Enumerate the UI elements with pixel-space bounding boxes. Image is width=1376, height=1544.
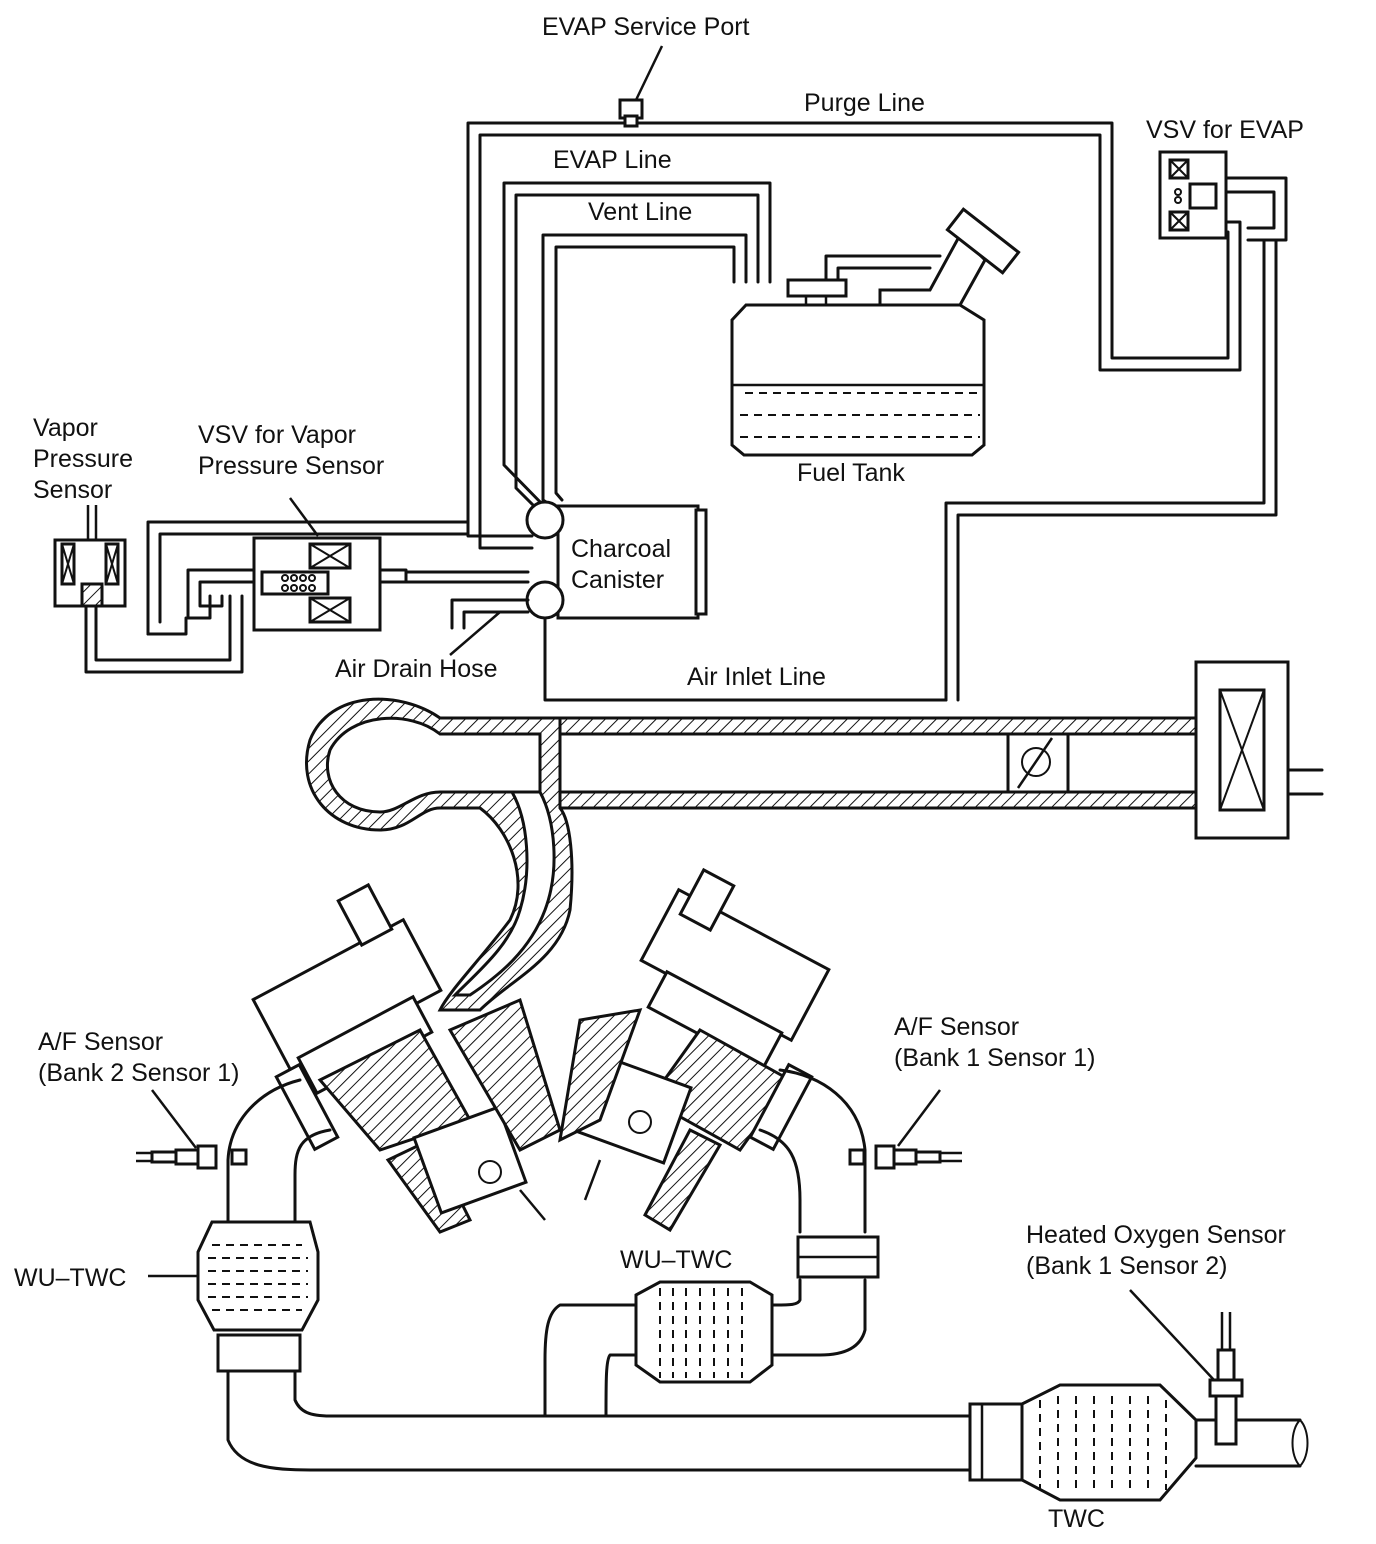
- intake-plenum: [305, 697, 574, 1012]
- engine-bank-2: [251, 882, 528, 1234]
- label-line: (Bank 1 Sensor 1): [894, 1044, 1096, 1072]
- label-line: Charcoal: [571, 535, 672, 563]
- label-vsv-for-evap: VSV for EVAP: [1146, 116, 1304, 144]
- exhaust-bank-1: [543, 1068, 867, 1418]
- label-line: Pressure Sensor: [198, 452, 385, 480]
- label-air-drain-hose: Air Drain Hose: [335, 655, 498, 683]
- label-evap-line: EVAP Line: [553, 146, 672, 174]
- vapor-pressure-sensor: [53, 505, 244, 674]
- wu-twc-center: [634, 1235, 880, 1384]
- fuel-tank: [730, 207, 1021, 457]
- label-air-inlet-line: Air Inlet Line: [687, 663, 826, 691]
- charcoal-canister: [525, 500, 708, 620]
- vent-line: [541, 233, 748, 510]
- label-wu-twc-center: WU–TWC: [620, 1246, 733, 1274]
- label-line: Sensor: [33, 476, 113, 504]
- label-line: A/F Sensor: [894, 1013, 1020, 1041]
- air-drain-hose: [449, 598, 530, 656]
- label-af-sensor-bank-1: A/F Sensor (Bank 1 Sensor 1): [894, 1012, 1096, 1074]
- label-line: Vapor: [33, 414, 98, 442]
- evap-line: [502, 181, 772, 522]
- label-line: VSV for Vapor: [198, 421, 356, 449]
- label-fuel-tank: Fuel Tank: [797, 459, 905, 487]
- engine-bank-1: [577, 867, 831, 1233]
- vsv-for-evap: [944, 150, 1288, 702]
- air-cleaner: [1194, 660, 1324, 840]
- label-vent-line: Vent Line: [588, 198, 693, 226]
- air-inlet-line: [543, 616, 948, 702]
- tailpipe: [1194, 1418, 1309, 1468]
- af-sensor-bank-1: [848, 1089, 962, 1170]
- engine-center: [447, 997, 643, 1221]
- exhaust-bank-2: [226, 1078, 972, 1472]
- label-heated-oxygen-sensor: Heated Oxygen Sensor (Bank 1 Sensor 2): [1026, 1220, 1286, 1282]
- label-line: Canister: [571, 566, 665, 594]
- vsv-for-vapor-pressure-sensor: [146, 497, 530, 636]
- label-purge-line: Purge Line: [804, 89, 925, 117]
- label-wu-twc-left: WU–TWC: [14, 1264, 127, 1292]
- evap-service-port: [618, 45, 664, 128]
- label-evap-service-port: EVAP Service Port: [542, 13, 750, 41]
- label-vsv-for-vapor-pressure-sensor: VSV for Vapor Pressure Sensor: [198, 420, 384, 482]
- label-charcoal-canister: Charcoal Canister: [571, 534, 671, 596]
- wu-twc-left: [148, 1220, 320, 1373]
- twc: [968, 1383, 1198, 1502]
- label-twc: TWC: [1048, 1505, 1105, 1533]
- label-line: (Bank 1 Sensor 2): [1026, 1252, 1228, 1280]
- label-af-sensor-bank-2: A/F Sensor (Bank 2 Sensor 1): [38, 1027, 240, 1089]
- label-line: A/F Sensor: [38, 1028, 164, 1056]
- intake-pipe: [558, 716, 1198, 810]
- label-line: (Bank 2 Sensor 1): [38, 1059, 240, 1087]
- purge-line: [466, 121, 1242, 550]
- af-sensor-bank-2: [136, 1089, 248, 1170]
- label-line: Heated Oxygen Sensor: [1026, 1221, 1286, 1249]
- heated-oxygen-sensor: [1129, 1289, 1244, 1446]
- label-vapor-pressure-sensor: Vapor Pressure Sensor: [33, 413, 133, 506]
- label-line: Pressure: [33, 445, 134, 473]
